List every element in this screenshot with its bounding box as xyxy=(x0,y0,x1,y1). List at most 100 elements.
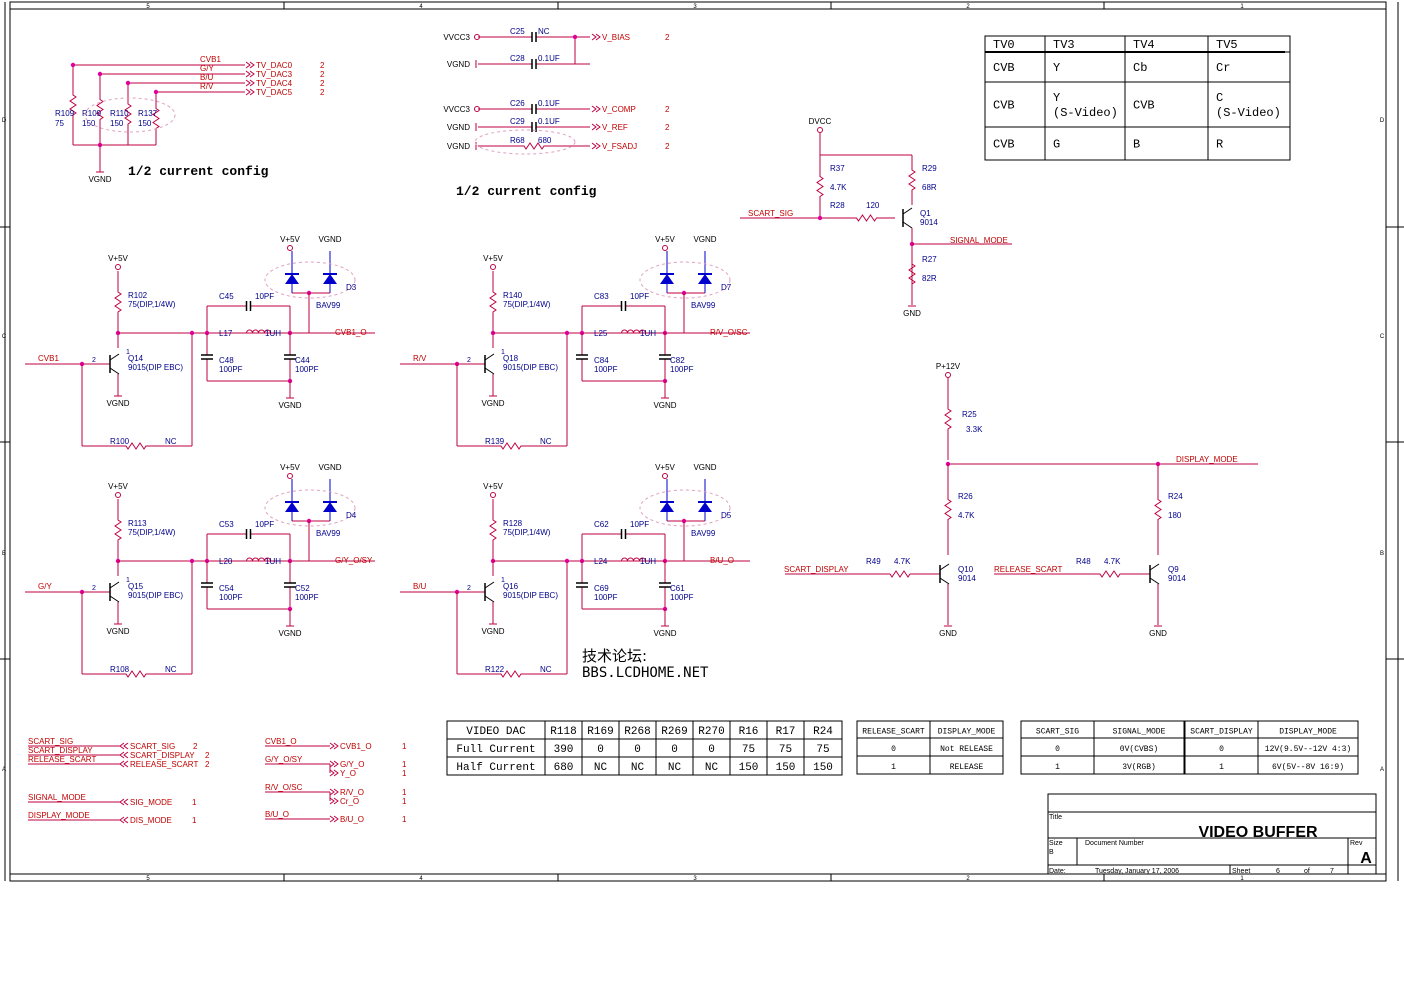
cap-val: 100PF xyxy=(295,593,319,602)
rev-label: Rev xyxy=(1350,840,1363,847)
pin: 2 xyxy=(92,585,96,592)
res-ref: R139 xyxy=(485,437,505,446)
power-symbol xyxy=(287,473,293,479)
border-number: 4 xyxy=(419,4,423,10)
port-label: V_REF xyxy=(602,123,628,132)
port-arrow xyxy=(245,79,255,87)
junction-dot xyxy=(572,34,578,40)
dac-table-text: NC xyxy=(668,762,682,774)
comp-val: 680 xyxy=(538,136,552,145)
page-ref: 2 xyxy=(665,123,670,132)
ground-label: VGND xyxy=(106,627,129,636)
res-val: 3.3K xyxy=(966,425,983,434)
res-ref: R109 xyxy=(82,109,102,118)
comp-val: NC xyxy=(538,27,550,36)
inductor xyxy=(602,329,665,334)
port-label: DIS_MODE xyxy=(130,816,172,825)
display-table-text: 1 xyxy=(1219,763,1224,772)
ind-val: 1UH xyxy=(640,329,656,338)
cap-ref: C82 xyxy=(670,356,685,365)
tv-table-text: Y xyxy=(1053,91,1060,105)
size-value: B xyxy=(1049,849,1054,856)
page-ref: 1 xyxy=(402,815,407,824)
port-label: SCART_SIG xyxy=(130,742,175,751)
release-table-text: DISPLAY_MODE xyxy=(938,728,996,737)
dac-table-text: R118 xyxy=(550,726,576,738)
power-symbol xyxy=(115,264,121,270)
cap-ref: C48 xyxy=(219,356,234,365)
border-number: 5 xyxy=(146,876,150,882)
cap-val: 100PF xyxy=(219,593,243,602)
ind-ref: L25 xyxy=(594,329,608,338)
resistor xyxy=(1070,570,1150,578)
power-label: VGND xyxy=(447,142,470,151)
sheets-value: 7 xyxy=(1330,868,1334,875)
pin: 2 xyxy=(467,357,471,364)
ground-label: VGND xyxy=(481,627,504,636)
page-ref: 2 xyxy=(665,142,670,151)
sheet-label: Sheet xyxy=(1232,868,1250,875)
cap-val: 100PF xyxy=(594,365,618,374)
power-symbol xyxy=(662,473,668,479)
page-ref: 2 xyxy=(665,33,670,42)
transistor-lead xyxy=(902,207,913,215)
tv-table-text: G xyxy=(1053,138,1060,152)
cap-ref: C53 xyxy=(219,520,234,529)
res-ref: R128 xyxy=(503,519,523,528)
power-label: V+5V xyxy=(655,235,675,244)
page-ref: 2 xyxy=(320,88,325,97)
release-table-text: Not RELEASE xyxy=(940,745,993,754)
net-label: R/V_O/SC xyxy=(265,783,303,792)
transistor-ref: Q18 xyxy=(503,354,519,363)
border-number: 3 xyxy=(693,876,697,882)
port-label: V_FSADJ xyxy=(602,142,637,151)
border-number: 3 xyxy=(693,4,697,10)
dac-table-text: Half Current xyxy=(456,762,535,774)
page-ref: 1 xyxy=(402,742,407,751)
port-label: R/V_O xyxy=(340,788,364,797)
border-letter: B xyxy=(2,551,6,557)
dac-table-text: NC xyxy=(594,762,608,774)
net-label: DISPLAY_MODE xyxy=(28,811,90,820)
ground-label: VGND xyxy=(106,399,129,408)
cap-ref: C54 xyxy=(219,584,234,593)
dac-table-text: 390 xyxy=(554,744,574,756)
resistor xyxy=(457,442,565,450)
res-val: 4.7K xyxy=(830,183,847,192)
page-ref: 2 xyxy=(320,79,325,88)
dac-table-text: 680 xyxy=(554,762,574,774)
cap-val: 100PF xyxy=(670,365,694,374)
cap-ref: C44 xyxy=(295,356,310,365)
net-out: B/U_O xyxy=(710,556,734,565)
gnd-label: VGND xyxy=(693,235,716,244)
port-label: RELEASE_SCART xyxy=(130,760,198,769)
port-arrow xyxy=(329,788,339,796)
diode-val: BAV99 xyxy=(691,301,716,310)
net-in: RELEASE_SCART xyxy=(994,565,1062,574)
page-ref: 2 xyxy=(205,760,210,769)
power-symbol xyxy=(817,127,823,133)
diode-ref: D4 xyxy=(346,511,357,520)
ground-label: GND xyxy=(903,309,921,318)
cap-ref: C83 xyxy=(594,292,609,301)
inductor xyxy=(227,557,290,562)
pin: 2 xyxy=(92,357,96,364)
forum-label: 技术论坛: xyxy=(582,647,647,665)
port-arrow xyxy=(245,70,255,78)
resistor xyxy=(69,65,77,145)
page-ref: 1 xyxy=(192,816,197,825)
release-table-text: RELEASE_SCART xyxy=(862,728,925,737)
res-ref: R49 xyxy=(866,557,881,566)
port-label: V_COMP xyxy=(602,105,636,114)
net-label: B/U_O xyxy=(265,810,289,819)
date-value: Tuesday, January 17, 2006 xyxy=(1095,868,1179,875)
tv-table-text: Y xyxy=(1053,61,1060,75)
junction-dot xyxy=(564,558,570,564)
res-ref: R113 xyxy=(128,519,147,528)
net-label: G/Y xyxy=(200,64,214,73)
of-label: of xyxy=(1304,868,1310,875)
display-table-text: 0 xyxy=(1219,745,1224,754)
resistor xyxy=(838,214,895,222)
resistor xyxy=(152,92,160,145)
junction-dot xyxy=(97,71,103,77)
